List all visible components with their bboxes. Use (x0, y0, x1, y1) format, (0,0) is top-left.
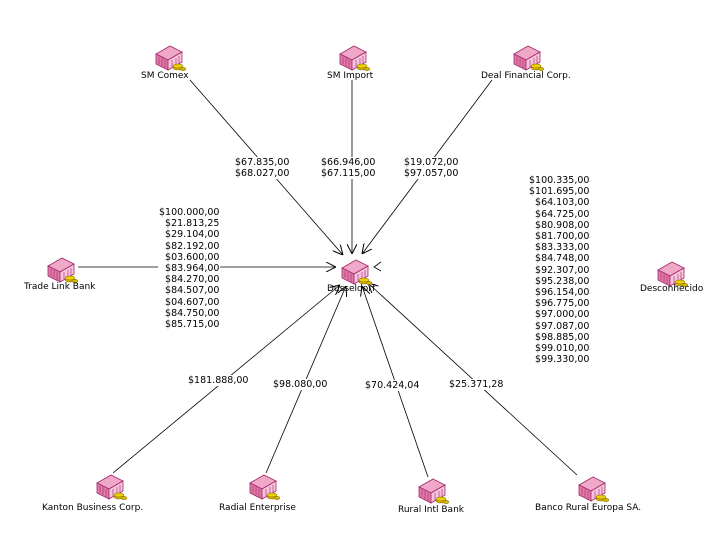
bank-icon (339, 45, 370, 71)
amounts-rural-intl: $70.424,04 (364, 380, 421, 392)
amounts-trade-link: $100.000,00 $21.813,25 $29.104,00 $82.19… (158, 207, 221, 331)
amount-value: $29.104,00 (165, 229, 220, 241)
amount-value: $97.057,00 (404, 168, 459, 180)
bank-icon (513, 45, 544, 71)
amount-value: $81.700,00 (535, 231, 590, 243)
amount-value: $21.813,25 (165, 218, 220, 230)
node-label-sm-import[interactable]: SM Import (327, 71, 374, 81)
amounts-sm-comex: $67.835,00 $68.027,00 (234, 157, 291, 180)
bank-icon (418, 478, 449, 505)
amount-value: $96.154,00 (535, 287, 590, 299)
amount-value: $84.507,00 (165, 285, 220, 297)
amount-value: $92.307,00 (535, 264, 590, 276)
node-label-kanton[interactable]: Kanton Business Corp. (42, 503, 144, 513)
amount-value: $70.424,04 (365, 380, 420, 391)
node-label-radial[interactable]: Radial Enterprise (219, 503, 296, 513)
amount-value: $84.270,00 (165, 274, 220, 286)
edges (78, 79, 578, 478)
amount-value: $99.330,00 (535, 354, 590, 366)
amount-value: $67.115,00 (321, 168, 376, 180)
amount-value: $64.725,00 (535, 208, 590, 220)
node-label-dusseldorf[interactable]: Dusseldorf (327, 284, 376, 294)
node-label-rural-intl[interactable]: Rural Intl Bank (398, 505, 464, 515)
amount-value: $97.000,00 (535, 309, 590, 321)
amount-value: $83.964,00 (165, 263, 220, 275)
amount-value: $85.715,00 (165, 319, 220, 331)
node-label-desconhecido[interactable]: Desconhecido (640, 284, 704, 294)
amount-value: $99.010,00 (535, 343, 590, 355)
node-label-sm-comex[interactable]: SM Comex (141, 71, 189, 81)
amount-value: $04.607,00 (165, 296, 220, 308)
amount-value: $25.371,28 (449, 379, 504, 390)
node-label-deal-financial[interactable]: Deal Financial Corp. (481, 71, 571, 81)
amount-value: $95.238,00 (535, 275, 590, 287)
bank-icon (249, 474, 280, 501)
amount-value: $100.335,00 (529, 175, 590, 186)
bank-icon (578, 476, 609, 503)
amount-value: $101.695,00 (529, 186, 590, 198)
amounts-banco-rural-list: $100.335,00 $101.695,00 $64.103,00 $64.7… (528, 175, 591, 366)
bank-icon (155, 45, 186, 71)
amount-value: $181.888,00 (188, 375, 249, 386)
amount-value: $84.748,00 (535, 253, 590, 265)
amount-value: $100.000,00 (159, 207, 220, 218)
amounts-banco-rural: $25.371,28 (448, 379, 505, 391)
amount-value: $97.087,00 (535, 320, 590, 332)
node-label-banco-rural[interactable]: Banco Rural Europa SA. (535, 503, 642, 513)
amount-value: $68.027,00 (235, 168, 290, 180)
amount-value: $84.750,00 (165, 307, 220, 319)
amount-value: $64.103,00 (535, 197, 590, 209)
amount-value: $83.333,00 (535, 242, 590, 254)
edge-desconhecido (373, 261, 382, 272)
amount-value: $80.908,00 (535, 219, 590, 231)
amount-value: $98.080,00 (273, 379, 328, 390)
amount-value: $03.600,00 (165, 251, 220, 263)
amount-value: $98.885,00 (535, 331, 590, 343)
bank-icon (96, 474, 127, 501)
amount-value: $19.072,00 (404, 157, 459, 168)
amount-value: $67.835,00 (235, 157, 290, 168)
amount-value: $82.192,00 (165, 240, 220, 252)
amounts-deal-financial: $19.072,00 $97.057,00 (403, 157, 460, 180)
amounts-radial: $98.080,00 (272, 379, 329, 391)
amounts-kanton: $181.888,00 (187, 375, 250, 387)
bank-icon (47, 257, 78, 284)
amounts-sm-import: $66.946,00 $67.115,00 (320, 157, 377, 180)
amount-value: $96.775,00 (535, 298, 590, 310)
bank-icon (341, 259, 372, 286)
node-label-trade-link[interactable]: Trade Link Bank (24, 282, 96, 292)
amount-value: $66.946,00 (321, 157, 376, 168)
